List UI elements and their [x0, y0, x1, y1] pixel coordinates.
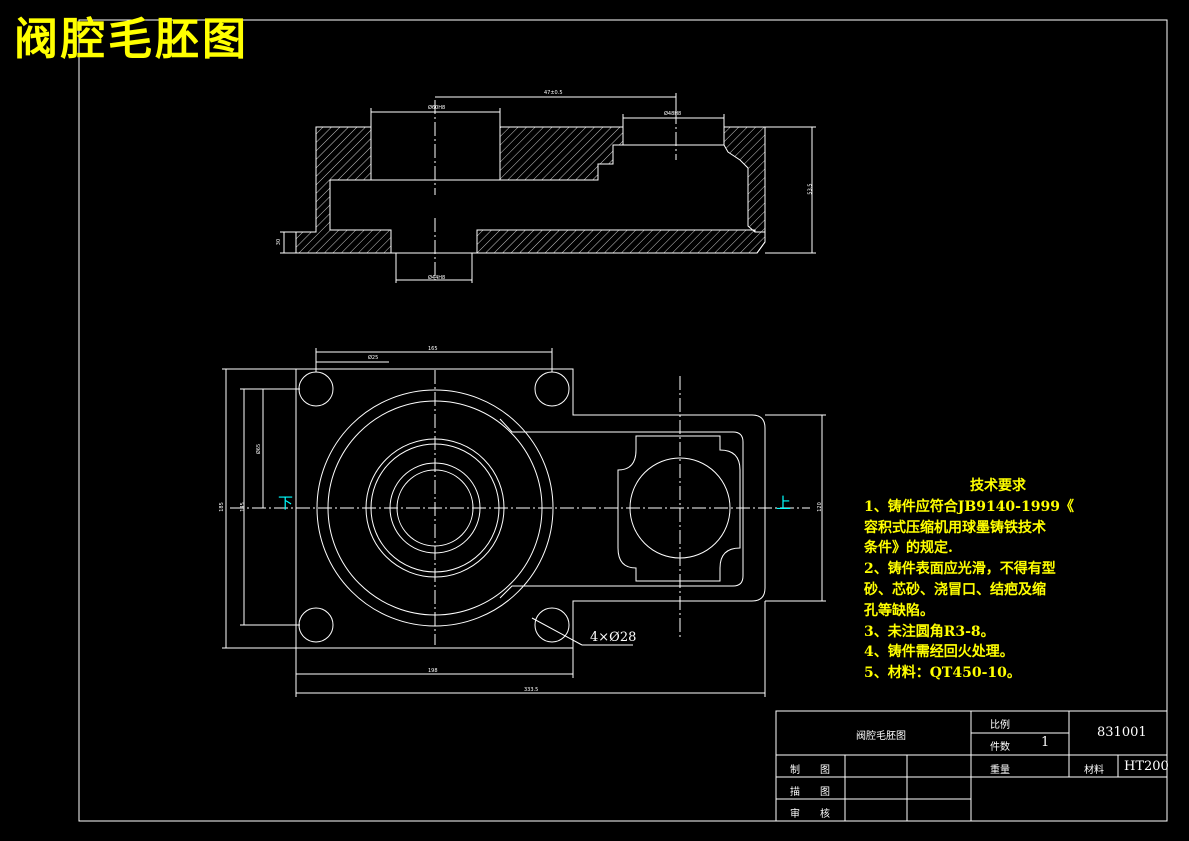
req-line: 孔等缺陷。: [864, 602, 934, 619]
direction-mark-right: 上: [776, 494, 792, 512]
req-line: 2、铸件表面应光滑，不得有型: [864, 561, 1056, 578]
dim-top-c: Ø48H8: [664, 111, 682, 117]
tb-drawn-by: 制 图: [790, 765, 830, 776]
section-view: [280, 93, 816, 283]
tb-checked-by: 审 核: [790, 809, 830, 820]
tb-material-label: 材料: [1084, 765, 1104, 776]
req-line: 容积式压缩机用球墨铸铁技术: [864, 519, 1046, 536]
hole-callout: 4×Ø28: [590, 630, 637, 645]
section-hatch-bottom: [476, 229, 766, 254]
tb-drawing-name: 阀腔毛胚图: [856, 731, 906, 742]
dim-plan-bottom-inner: 198: [428, 668, 438, 674]
tb-qty-value: 1: [1041, 735, 1050, 750]
bolt-hole-br: [534, 607, 570, 643]
bolt-hole-bl: [298, 607, 334, 643]
title-block: [775, 710, 1168, 822]
bolt-hole-tl: [298, 371, 334, 407]
direction-mark-left: 下: [278, 494, 294, 512]
tb-scale-label: 比例: [990, 720, 1010, 731]
dim-plan-top: 165: [428, 346, 438, 352]
req-line: 条件》的规定.: [864, 540, 953, 557]
section-hatch-center: [499, 126, 624, 181]
dim-top-b: Ø60H8: [428, 105, 446, 111]
bolt-hole-tr: [534, 371, 570, 407]
dim-plan-left-inner: 145: [239, 502, 246, 512]
tech-requirements-heading: 技术要求: [970, 478, 1026, 494]
dim-top-right: 53.5: [807, 183, 814, 195]
drawing-frame: [78, 19, 1168, 822]
section-hatch-right-wall: [723, 126, 766, 233]
dim-top-span: 47±0.5: [544, 90, 563, 96]
plan-base-outline: [295, 368, 766, 649]
req-line: 5、材料：QT450-10。: [864, 665, 1021, 682]
tb-drawing-no: 831001: [1097, 725, 1147, 740]
dim-top-bottom: Ø44H8: [428, 275, 446, 281]
req-line: 4、铸件需经回火处理。: [864, 644, 1014, 661]
dim-plan-bottom: 333.5: [524, 687, 539, 693]
tb-material-value: HT200: [1124, 759, 1169, 774]
tb-qty-label: 件数: [990, 742, 1010, 753]
plan-arm: [499, 418, 744, 599]
tb-designed-by: 描 图: [790, 787, 830, 798]
dim-plan-left-outer: 185: [218, 502, 225, 512]
tb-weight-label: 重量: [990, 765, 1010, 776]
dim-plan-right: 120: [816, 502, 823, 512]
req-line: 3、未注圆角R3-8。: [864, 623, 995, 640]
req-line: 砂、芯砂、浇冒口、结疤及缩: [864, 581, 1046, 598]
dim-top-left: 30: [276, 238, 283, 246]
dim-plan-left-mid: Ø65: [256, 443, 263, 455]
plan-view: [222, 348, 826, 697]
tech-requirements: 技术要求 1、铸件应符合JB9140-1999《 容积式压缩机用球墨铸铁技术 条…: [864, 476, 1074, 684]
pocket-outline: [617, 435, 741, 582]
dim-plan-top-inner: Ø25: [368, 355, 379, 361]
drawing-title: 阀腔毛胚图: [14, 14, 249, 65]
req-line: 1、铸件应符合JB9140-1999《: [864, 498, 1074, 515]
section-hatch-left-wall: [295, 126, 392, 254]
